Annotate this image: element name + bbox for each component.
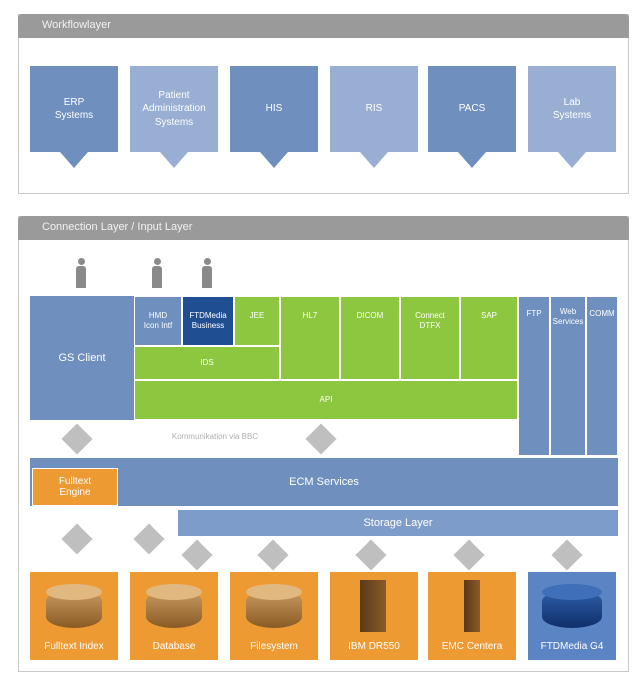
disk-top-icon: [246, 584, 302, 600]
comm-block: COMM: [586, 296, 618, 456]
ecm-services-label: ECM Services: [289, 476, 359, 488]
storage-device-label: Fulltext Index: [44, 641, 104, 652]
source-pointer: [458, 152, 486, 168]
storage-layer-block: Storage Layer: [178, 510, 618, 536]
interface-block: Connect DTFX: [400, 296, 460, 380]
storage-device-label: Database: [152, 641, 196, 652]
ids-block: IDS: [134, 346, 280, 380]
source-system-box: HIS: [230, 66, 318, 152]
interface-block: SAP: [460, 296, 518, 380]
storage-device-label: EMC Centera: [441, 641, 503, 652]
user-icon: [150, 258, 164, 288]
user-icon: [74, 258, 88, 288]
interface-label: Connect DTFX: [415, 311, 445, 330]
interface-label: DICOM: [356, 311, 384, 320]
source-pointer: [160, 152, 188, 168]
storage-device-label: FTDMedia G4: [540, 641, 604, 652]
interface-label: HL7: [302, 311, 318, 320]
ecm-services-block: ECM Services: [30, 458, 618, 506]
ftp-block: FTP: [518, 296, 550, 456]
disk-top-icon: [146, 584, 202, 600]
server-tower-icon: [360, 580, 386, 632]
source-system-label: ERP Systems: [54, 96, 94, 122]
source-system-label: PACS: [458, 103, 486, 115]
source-system-label: Lab Systems: [552, 96, 592, 122]
storage-device: Database: [130, 572, 218, 660]
workflow-layer-panel: [18, 14, 629, 194]
comm-label: COMM: [589, 309, 615, 318]
connection-layer-title: Connection Layer / Input Layer: [18, 216, 629, 240]
source-system-box: Lab Systems: [528, 66, 616, 152]
interface-label: JEE: [249, 311, 265, 320]
source-pointer: [558, 152, 586, 168]
disk-top-icon: [46, 584, 102, 600]
source-system-box: RIS: [330, 66, 418, 152]
source-system-box: PACS: [428, 66, 516, 152]
storage-device: Filesystem: [230, 572, 318, 660]
source-pointer: [360, 152, 388, 168]
interface-block: DICOM: [340, 296, 400, 380]
ids-label: IDS: [200, 358, 214, 368]
workflow-layer-title: Workflowlayer: [18, 14, 629, 38]
source-system-box: Patient Administration Systems: [130, 66, 218, 152]
storage-layer-label: Storage Layer: [363, 517, 433, 529]
api-block: API: [134, 380, 518, 420]
user-icon: [200, 258, 214, 288]
disk-top-icon: [542, 584, 602, 600]
gs-client-label: GS Client: [58, 352, 106, 364]
interface-label: SAP: [480, 311, 497, 320]
source-pointer: [60, 152, 88, 168]
source-system-label: Patient Administration Systems: [142, 89, 206, 128]
communication-label: Kommunikation via BBC: [171, 432, 259, 441]
media-business-label: FTDMedia Business: [189, 311, 227, 330]
source-system-label: RIS: [365, 103, 383, 115]
source-system-label: HIS: [265, 103, 283, 115]
storage-device-label: Filesystem: [250, 641, 298, 652]
web-services-block: Web Services: [550, 296, 586, 456]
gs-client-block: GS Client: [30, 296, 134, 420]
hmd-label: HMD Icon Intf: [143, 311, 173, 330]
source-system-box: ERP Systems: [30, 66, 118, 152]
interface-block: JEE: [234, 296, 280, 346]
interface-block: HL7: [280, 296, 340, 380]
server-tower-icon: [464, 580, 480, 632]
hmd-block: HMD Icon Intf: [134, 296, 182, 346]
fulltext-engine-label: Fulltext Engine: [58, 476, 92, 498]
fulltext-engine-block: Fulltext Engine: [32, 468, 118, 506]
storage-device: Fulltext Index: [30, 572, 118, 660]
storage-device: EMC Centera: [428, 572, 516, 660]
media-business-block: FTDMedia Business: [182, 296, 234, 346]
source-pointer: [260, 152, 288, 168]
storage-device-label: IBM DR550: [348, 641, 400, 652]
web-services-label: Web Services: [552, 307, 584, 326]
storage-device: IBM DR550: [330, 572, 418, 660]
api-label: API: [319, 395, 333, 405]
ftp-label: FTP: [526, 309, 542, 318]
storage-device: FTDMedia G4: [528, 572, 616, 660]
